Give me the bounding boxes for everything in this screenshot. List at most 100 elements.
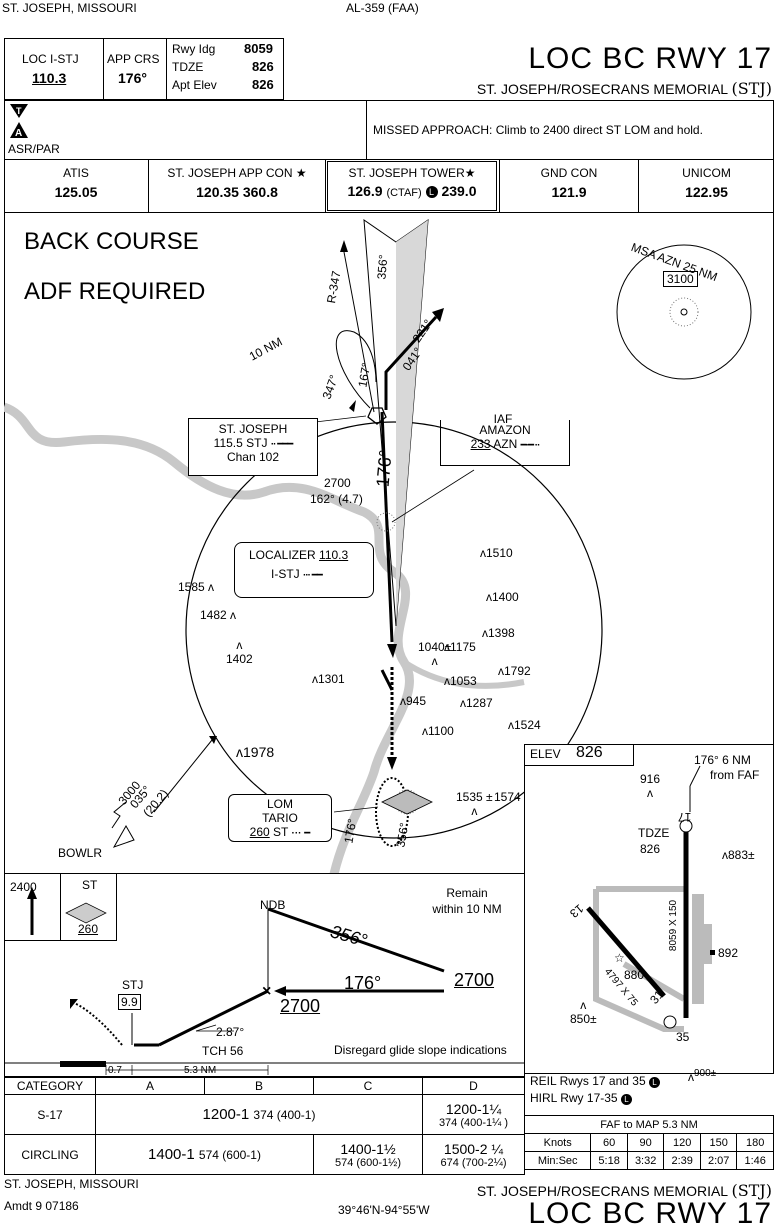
loc-frequency: 110.3 (32, 70, 67, 86)
tdze-value: 826 (252, 59, 274, 74)
spot-elevation: ᴧ1301 (312, 672, 345, 686)
footer-coordinates: 39°46'N-94°55'W (338, 1203, 430, 1217)
back-course-label: BACK COURSE (24, 228, 199, 255)
tower-frequency-line: 126.9 (CTAF) L 239.0 (327, 183, 497, 199)
lom-freq-line: 260 ST ··· ━ (229, 825, 331, 839)
missed-approach-note: MISSED APPROACH: Climb to 2400 direct ST… (373, 123, 703, 137)
amazon-freq: 233 (470, 437, 491, 451)
lom-id: ST (273, 825, 289, 839)
faf-stipple (376, 512, 396, 532)
spot-elevation: ᴧ1792 (498, 664, 531, 678)
airport-name: ST. JOSEPH/ROSECRANS MEMORIAL (476, 81, 728, 97)
spot-elevation: ᴧ1510 (480, 546, 513, 560)
time-cell: 2:07 (699, 1151, 738, 1170)
dist-0-7: 0.7 (108, 1065, 122, 1076)
unicom-label: UNICOM (682, 166, 731, 180)
takeoff-minimums-icon (10, 104, 28, 118)
amazon-name: AMAZON (479, 423, 531, 437)
plan-view-graphics (4, 218, 752, 874)
lom-name: LOM (266, 797, 293, 811)
spot-elevation: ᴧ945 (400, 694, 427, 708)
spot-elevation: ᴧ1398 (482, 626, 515, 640)
arc-note: 162° (4.7) (310, 492, 363, 506)
ground-control-frequency: 121.9 (551, 184, 587, 200)
localizer-freq: 110.3 (319, 548, 349, 562)
runway-13-31 (586, 906, 666, 998)
svg-text:A: A (15, 128, 22, 139)
spot-elevation: ᴧ1053 (444, 674, 477, 688)
svg-text:☆: ☆ (614, 951, 625, 965)
knots-label: Knots (523, 1133, 592, 1152)
iaf-label: IAF (493, 412, 513, 426)
part-time-icon: L (425, 186, 438, 199)
amazon-transition (384, 315, 438, 410)
s17-label: S-17 (4, 1094, 96, 1135)
tower-uhf-frequency: 239.0 (441, 183, 477, 199)
knots-cell: 180 (736, 1133, 774, 1152)
rwy-ldg-value: 8059 (244, 41, 273, 56)
stj-vor-name: ST. JOSEPH (218, 422, 288, 436)
ctaf-note: (CTAF) (386, 187, 422, 199)
spot-880: 880 (624, 968, 645, 982)
airport-elev-label: ELEV (530, 747, 561, 761)
msa-center (680, 308, 688, 316)
footer-airport-id: (STJ) (731, 1181, 772, 1200)
tdze-diagram-value: 826 (640, 842, 661, 856)
hold-fix-freq: 260 (78, 922, 99, 936)
spot-elevation: ᴧ1978 (236, 744, 275, 760)
airport-id: (STJ) (731, 79, 772, 98)
remain-note: Remain (446, 886, 488, 900)
knots-cell: 60 (590, 1133, 628, 1152)
final-course-line (380, 411, 394, 643)
cat-b: B (204, 1077, 314, 1095)
spot-900: ᴧ900± (688, 1068, 717, 1084)
footer-title: LOC BC RWY 17 (528, 1197, 772, 1230)
reil-note: REIL Rwys 17 and 35 L (530, 1074, 660, 1088)
takeoff-alt-minimums-icons: T A (10, 104, 28, 139)
apt-elev-value: 826 (252, 77, 274, 92)
ndb-label: NDB (260, 898, 286, 912)
msa-circle (616, 244, 752, 380)
profile-view (4, 873, 525, 1077)
spot-elevation: ᴧ1524 (508, 718, 541, 732)
morse-code-icon: ·· ━━━ (270, 439, 293, 450)
time-cell: 2:39 (663, 1151, 701, 1170)
glide-slope-angle: 2.87° (216, 1025, 245, 1039)
spot-elevation: ᴧ1400 (486, 590, 519, 604)
alt-2700-label: 2700 (324, 476, 351, 490)
stj-profile-label: STJ (122, 978, 144, 992)
footer-amendment: Amdt 9 07186 (4, 1199, 79, 1213)
dist-5-3: 5.3 NM (184, 1065, 217, 1076)
adf-required-label: ADF REQUIRED (24, 278, 206, 305)
airport-elev-value: 826 (576, 744, 603, 761)
remain-note2: within 10 NM (432, 902, 502, 916)
hirl-note: HIRL Rwy 17-35 L (530, 1091, 632, 1105)
spot-elevation: 1040±ᴧ (418, 640, 452, 668)
diagram-note: 176° 6 NM (694, 753, 751, 767)
part-time-icon: L (620, 1094, 632, 1105)
lom-name2: TARIO (262, 811, 298, 825)
diagram-note2: from FAF (710, 768, 760, 782)
morse-code-icon: ··· ━ (291, 828, 311, 839)
cat-d: D (422, 1077, 525, 1095)
app-crs-value: 176° (118, 70, 147, 86)
stj-dme: 9.9 (118, 994, 141, 1010)
time-cell: 1:46 (736, 1151, 774, 1170)
time-cell: 3:32 (626, 1151, 665, 1170)
knots-cell: 120 (663, 1133, 701, 1152)
footer-airport: ST. JOSEPH/ROSECRANS MEMORIAL (476, 1183, 728, 1199)
airport-diagram (524, 744, 774, 1074)
spot-892: 892 (718, 946, 739, 960)
svg-text:T: T (16, 106, 22, 116)
tch-label: TCH 56 (202, 1044, 244, 1058)
spot-elevation: 1482 ᴧ (200, 608, 237, 622)
localizer-box: LOCALIZER 110.3 I-STJ ··· ━━ (234, 542, 374, 598)
cat-c: C (313, 1077, 423, 1095)
approach-title: LOC BC RWY 17 (528, 42, 772, 75)
stj-vor-icon (367, 407, 387, 425)
localizer-shade (396, 220, 428, 626)
profile-graphics: × (4, 887, 525, 1075)
knots-cell: 90 (626, 1133, 665, 1152)
